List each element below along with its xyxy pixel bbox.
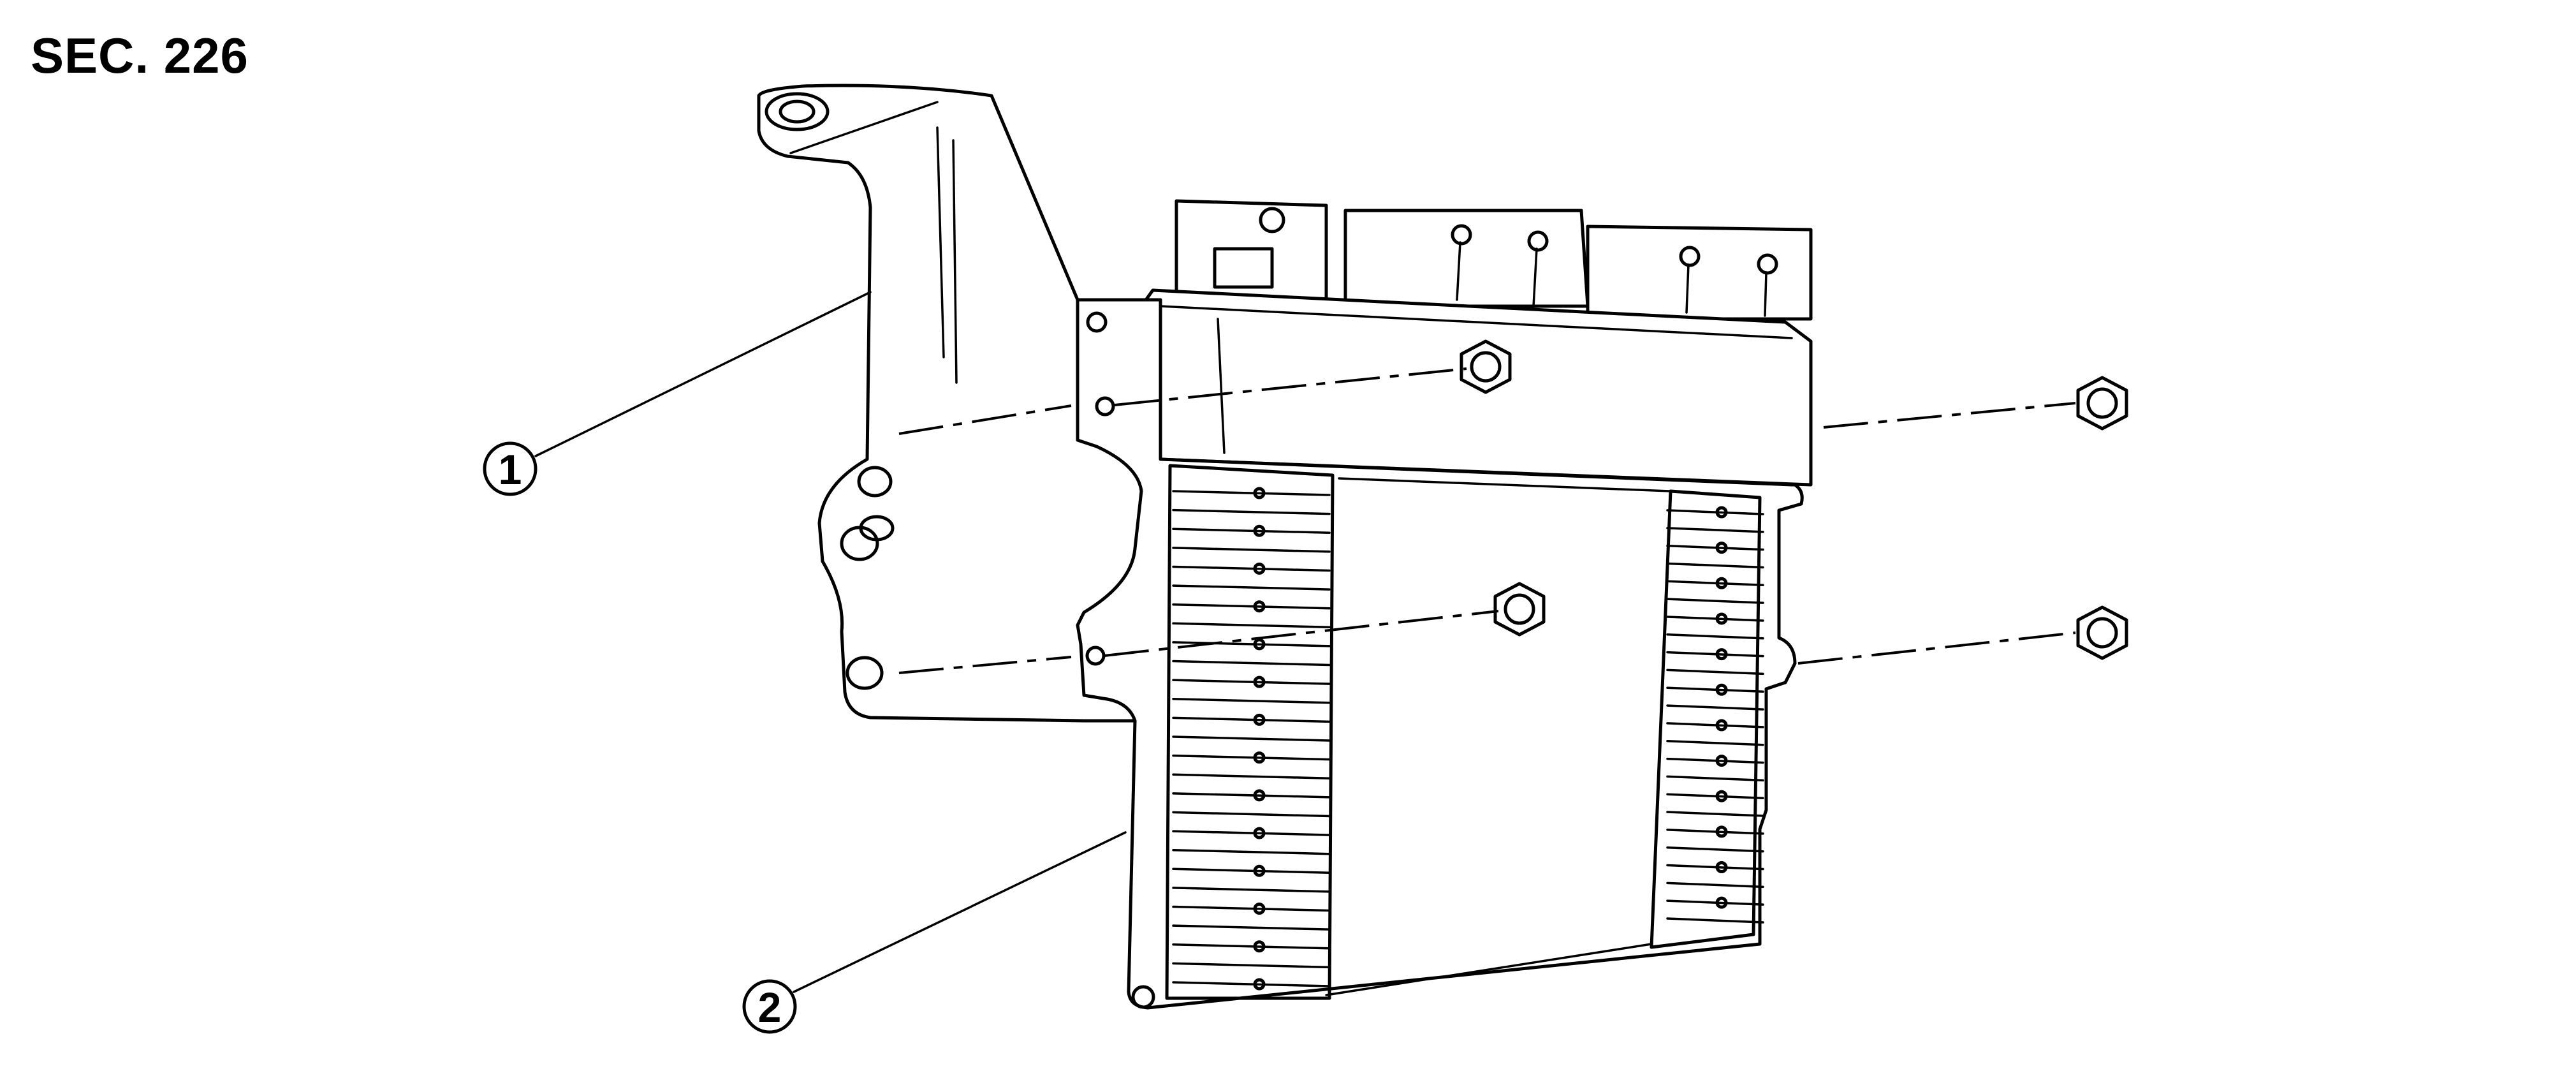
fin [1172,641,1331,647]
fin [1666,633,1764,640]
right-cooling-fins [1666,506,1764,924]
fin [1666,899,1764,906]
fin-rivet [1253,713,1266,726]
fin-rivet [1253,638,1266,651]
fin [1172,811,1331,818]
fin [1172,603,1331,610]
fin [1172,792,1331,799]
fin-rivet [1715,755,1728,767]
fin-rivet [1253,562,1266,575]
left-cooling-fins [1172,487,1331,991]
fin [1172,981,1331,987]
fin [1666,580,1764,587]
fin-rivet [1253,789,1266,802]
callout-2: 2 [742,831,1127,1034]
fin-rivet [1715,719,1728,732]
fin [1666,686,1764,693]
fin [1666,668,1764,675]
fin-rivet [1715,612,1728,625]
fin [1172,867,1331,875]
nut-2 [1493,582,1546,637]
fin [1172,565,1331,572]
fin-rivet [1253,675,1266,688]
nut-3 [2076,376,2128,431]
fin [1172,943,1331,950]
fin [1666,704,1764,711]
fin [1172,830,1331,836]
fin [1666,509,1764,515]
fin-rivet [1715,648,1728,661]
fin [1172,547,1331,553]
fin [1666,598,1764,604]
fin [1172,773,1331,779]
fin-rivet [1715,861,1728,874]
bracket-icon [757,84,1162,723]
fin [1666,793,1764,799]
fin [1172,584,1331,591]
fin [1172,698,1331,704]
callout-2-label: 2 [758,984,782,1031]
fin-rivet [1715,506,1728,519]
fin [1172,508,1331,515]
fin-rivet [1715,790,1728,802]
fin-rivet [1715,896,1728,909]
nut-1 [1460,339,1512,394]
fin [1172,660,1331,667]
fin [1172,528,1331,534]
fin-rivet [1253,524,1266,537]
fin [1666,775,1764,782]
fin [1172,962,1331,969]
fin-rivet [1253,600,1266,613]
callout-1: 1 [483,291,872,496]
fin [1666,882,1764,889]
fin-rivet [1715,683,1728,696]
fin [1666,811,1764,817]
fin-rivet [1253,751,1266,764]
fin-rivet [1253,487,1266,499]
fin [1172,679,1331,685]
callout-1-label: 1 [499,446,522,493]
fin-rivet [1715,825,1728,838]
fin [1666,739,1764,746]
fin [1172,905,1331,912]
fin-rivet [1253,864,1266,877]
fin-rivet [1253,978,1266,991]
fin [1666,651,1764,658]
fin-rivet [1253,827,1266,839]
fin [1666,722,1764,728]
fin [1666,864,1764,871]
fin-rivet [1715,577,1728,589]
fin [1666,846,1764,853]
nut-icon [1460,339,2128,660]
fin [1666,829,1764,835]
fin-rivet [1715,542,1728,554]
fin [1666,757,1764,764]
fin [1666,544,1764,551]
fin [1172,622,1331,629]
section-label: SEC. 226 [31,27,249,84]
fin [1172,490,1331,496]
fin [1172,924,1331,931]
fin-rivet [1253,940,1266,953]
nut-4 [2076,605,2128,660]
fin-rivet [1253,903,1266,915]
fin [1172,887,1331,893]
fin [1666,616,1764,622]
fin [1172,848,1331,855]
fin [1666,917,1764,924]
fin [1172,716,1331,723]
fin [1666,527,1764,533]
fin [1172,754,1331,761]
fin [1172,735,1331,742]
assembly-lines [898,367,2076,674]
fin [1666,562,1764,569]
